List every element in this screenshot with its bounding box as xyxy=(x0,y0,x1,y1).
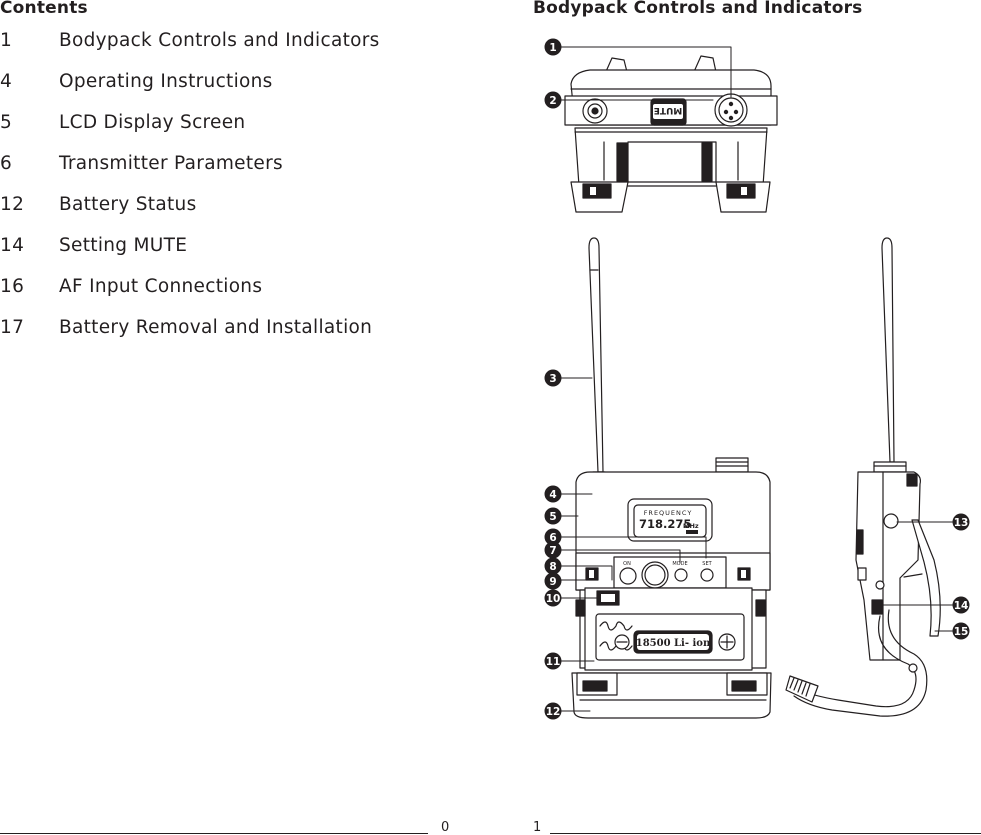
callout-13: 13 xyxy=(952,513,970,531)
toc-entry[interactable]: 17 Battery Removal and Installation xyxy=(0,317,440,358)
callout-3: 3 xyxy=(544,369,562,387)
callout-5: 5 xyxy=(544,507,562,525)
svg-text:13: 13 xyxy=(954,517,969,529)
bodypack-top-view: MUTE xyxy=(564,55,778,213)
callout-4: 4 xyxy=(544,485,562,503)
toc-title: AF Input Connections xyxy=(59,276,263,297)
callout-7: 7 xyxy=(544,541,562,559)
toc-title: Battery Status xyxy=(59,194,197,215)
page-number-left: 0 xyxy=(441,820,450,835)
svg-text:8: 8 xyxy=(549,561,556,573)
contents-heading: Contents xyxy=(0,0,88,18)
toc-title: Operating Instructions xyxy=(59,71,273,92)
callout-6: 6 xyxy=(544,528,562,546)
toc-entry[interactable]: 4 Operating Instructions xyxy=(0,71,440,112)
svg-text:3: 3 xyxy=(549,373,556,385)
lcd-frequency-label: FREQUENCY xyxy=(644,509,693,517)
battery-label: 18500 Li- ion xyxy=(636,638,711,649)
toc-page-number: 5 xyxy=(0,112,13,133)
toc-title: Transmitter Parameters xyxy=(59,153,283,174)
svg-text:6: 6 xyxy=(549,532,556,544)
page-number-right: 1 xyxy=(533,820,542,835)
toc-title: Bodypack Controls and Indicators xyxy=(59,30,380,51)
callout-15: 15 xyxy=(952,622,970,640)
toc-title: Setting MUTE xyxy=(59,235,188,256)
callout-11: 11 xyxy=(544,652,562,670)
footer-rule-right xyxy=(550,833,981,834)
svg-text:1: 1 xyxy=(549,42,556,54)
callout-leaders xyxy=(560,46,957,712)
svg-text:10: 10 xyxy=(546,593,561,605)
bodypack-controls-heading: Bodypack Controls and Indicators xyxy=(533,0,863,18)
lcd-battery-icon xyxy=(686,530,698,534)
svg-text:15: 15 xyxy=(954,626,969,638)
toc-entry[interactable]: 5 LCD Display Screen xyxy=(0,112,440,153)
callout-markers: 1 2 3 4 5 6 7 8 9 10 11 12 13 14 15 xyxy=(544,38,970,720)
mute-button-label: MUTE xyxy=(654,105,683,115)
toc-page-number: 1 xyxy=(0,30,13,51)
callout-8: 8 xyxy=(544,557,562,575)
mode-button-label: MODE xyxy=(672,561,687,567)
toc-entry[interactable]: 12 Battery Status xyxy=(0,194,440,235)
callout-10: 10 xyxy=(544,589,562,607)
lcd-frequency-value: 718.275 xyxy=(639,517,691,531)
toc-page-number: 6 xyxy=(0,153,13,174)
bodypack-side-view xyxy=(785,237,941,717)
toc-entry[interactable]: 14 Setting MUTE xyxy=(0,235,440,276)
svg-text:9: 9 xyxy=(549,576,556,588)
toc-entry[interactable]: 16 AF Input Connections xyxy=(0,276,440,317)
callout-12: 12 xyxy=(544,702,562,720)
toc-entry[interactable]: 1 Bodypack Controls and Indicators xyxy=(0,30,440,71)
svg-text:11: 11 xyxy=(546,656,561,668)
toc-entry[interactable]: 6 Transmitter Parameters xyxy=(0,153,440,194)
bodypack-front-view: FREQUENCY 718.275 MHz ON MODE SET xyxy=(571,237,772,719)
toc-title: LCD Display Screen xyxy=(59,112,246,133)
callout-1: 1 xyxy=(544,38,562,56)
callout-9: 9 xyxy=(544,572,562,590)
set-button-label: SET xyxy=(702,561,712,567)
svg-text:4: 4 xyxy=(549,489,556,501)
svg-text:12: 12 xyxy=(546,706,561,718)
lcd-frequency-unit: MHz xyxy=(683,522,699,530)
toc-page-number: 16 xyxy=(0,276,25,297)
toc-page-number: 17 xyxy=(0,317,25,338)
svg-text:14: 14 xyxy=(954,600,969,612)
callout-2: 2 xyxy=(544,91,562,109)
toc-title: Battery Removal and Installation xyxy=(59,317,373,338)
table-of-contents: 1 Bodypack Controls and Indicators 4 Opera… xyxy=(0,30,440,358)
toc-page-number: 12 xyxy=(0,194,25,215)
svg-text:2: 2 xyxy=(549,95,556,107)
callout-14: 14 xyxy=(952,596,970,614)
toc-page-number: 14 xyxy=(0,235,25,256)
on-button-label: ON xyxy=(623,561,631,567)
toc-page-number: 4 xyxy=(0,71,13,92)
svg-text:7: 7 xyxy=(549,545,556,557)
footer-rule-left xyxy=(0,833,428,834)
svg-text:5: 5 xyxy=(549,511,556,523)
